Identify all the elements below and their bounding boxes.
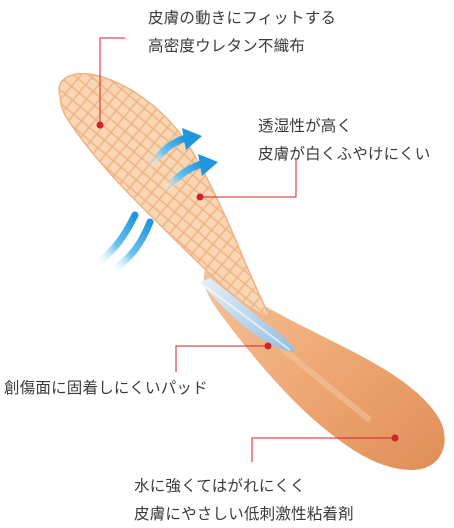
callout-right-line2: 皮膚が白くふやけにくい [258, 145, 431, 163]
callout-lines [99, 37, 395, 462]
breathability-arrows [92, 128, 218, 276]
dot-bottom [391, 434, 399, 442]
leader-pad [175, 345, 268, 372]
callout-breathability: 透湿性が高く 皮膚が白くふやけにくい [258, 112, 430, 168]
leader-top [99, 37, 125, 125]
leader-bottom [251, 437, 395, 462]
callout-top-line1: 皮膚の動きにフィットする [148, 9, 337, 27]
wound-pad [200, 278, 295, 352]
callout-bottom-line1: 水に強くてはがれにくく [134, 477, 306, 495]
callout-pad-line1: 創傷面に固着しにくいパッド [4, 379, 208, 397]
callout-bottom-line2: 皮膚にやさしい低刺激性粘着剤 [134, 505, 354, 523]
dot-right [196, 193, 204, 201]
callout-right-line1: 透湿性が高く [258, 117, 353, 135]
callout-urethane-nonwoven: 皮膚の動きにフィットする 高密度ウレタン不織布 [148, 4, 336, 60]
air-arrow-2 [106, 218, 154, 276]
bandage-upper-strip [58, 73, 272, 320]
callout-wound-pad: 創傷面に固着しにくいパッド [4, 374, 208, 402]
callout-top-line2: 高密度ウレタン不織布 [148, 37, 306, 55]
air-arrow-1 [92, 211, 139, 269]
callout-dots [96, 121, 399, 442]
dot-pad [264, 342, 272, 350]
air-arrow-3 [146, 134, 190, 172]
arrow-head-1 [182, 128, 202, 150]
arrow-head-2 [198, 154, 218, 176]
leader-right [200, 160, 297, 198]
dot-top [96, 121, 104, 129]
air-arrow-4 [161, 160, 206, 196]
callout-adhesive: 水に強くてはがれにくく 皮膚にやさしい低刺激性粘着剤 [134, 472, 354, 528]
